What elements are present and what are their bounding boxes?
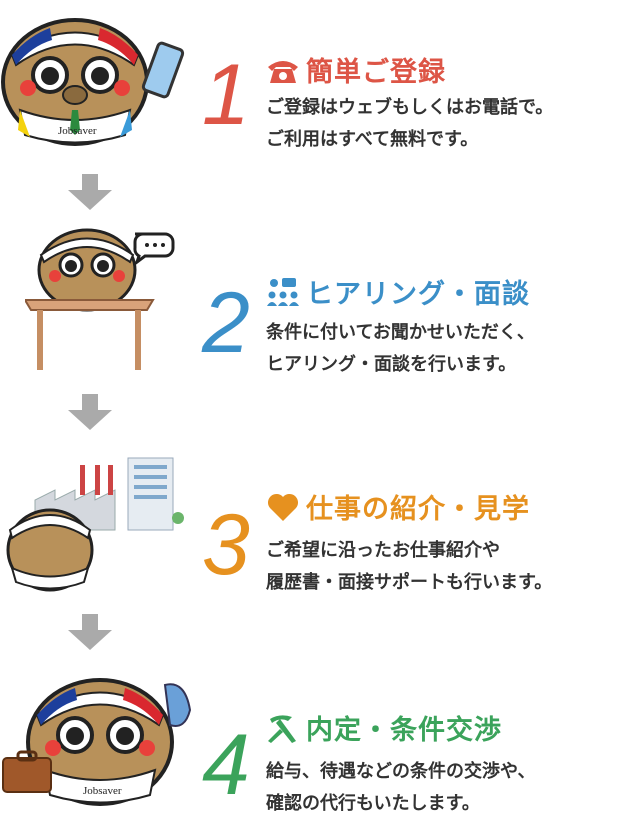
step-title: 内定・条件交渉 (266, 708, 502, 747)
shirt-label: Jobsaver (83, 785, 122, 797)
description-line: ヒアリング・面談を行います。 (266, 354, 517, 375)
step-4: Jobsaver 4 内定・条件交渉 給与、待遇などの条件の交渉や、 確認の代行… (0, 660, 640, 840)
mascot-phone-illustration: Jobsaver (1, 18, 185, 146)
step-title: ヒアリング・面談 (266, 272, 530, 311)
step-description: 給与、待遇などの条件の交渉や、 確認の代行もいたします。 (266, 756, 535, 820)
pickaxe-icon (268, 714, 296, 743)
description-line: 確認の代行もいたします。 (266, 793, 480, 814)
step-description: ご登録はウェブもしくはお電話で。 ご利用はすべて無料です。 (266, 92, 553, 156)
description-line: 履歴書・面接サポートも行います。 (266, 572, 553, 593)
step-title-text: 内定・条件交渉 (306, 715, 502, 746)
step-title: 簡単ご登録 (266, 50, 446, 89)
mascot-desk-illustration (25, 228, 175, 370)
description-line: ご登録はウェブもしくはお電話で。 (266, 97, 554, 118)
step-title-text: 仕事の紹介・見学 (306, 494, 530, 525)
shirt-label: Jobsaver (58, 125, 97, 137)
down-arrow-icon (68, 394, 112, 430)
step-description: ご希望に沿ったお仕事紹介や 履歴書・面接サポートも行います。 (266, 535, 552, 599)
step-3: 3 仕事の紹介・見学 ご希望に沿ったお仕事紹介や 履歴書・面接サポートも行います… (0, 440, 640, 620)
down-arrow-icon (68, 614, 112, 650)
telephone-icon (268, 60, 298, 83)
step-number: 2 (202, 275, 250, 371)
mascot-briefcase-illustration: Jobsaver (2, 678, 192, 806)
mascot-factory-illustration (6, 457, 184, 592)
step-1: Jobsaver 1 簡単ご登録 ご登録はウェブもしくはお電話で。 ご利用はすべ… (0, 0, 640, 180)
description-line: ご希望に沿ったお仕事紹介や (266, 540, 500, 561)
description-line: 条件に付いてお聞かせいただく、 (266, 322, 535, 343)
down-arrow-icon (68, 174, 112, 210)
description-line: ご利用はすべて無料です。 (266, 129, 479, 150)
step-number: 1 (202, 47, 250, 143)
step-title: 仕事の紹介・見学 (266, 487, 530, 526)
step-number: 4 (202, 717, 250, 813)
description-line: 給与、待遇などの条件の交渉や、 (266, 761, 536, 782)
heart-icon (267, 493, 299, 521)
step-title-text: ヒアリング・面談 (306, 279, 530, 310)
step-number: 3 (202, 497, 250, 593)
step-2: 2 ヒアリング・面談 条件に付いてお聞かせいただく、 ヒアリング・面談を行います… (0, 220, 640, 400)
step-title-text: 簡単ご登録 (306, 57, 446, 88)
people-chat-icon (267, 277, 299, 306)
step-description: 条件に付いてお聞かせいただく、 ヒアリング・面談を行います。 (266, 317, 535, 381)
